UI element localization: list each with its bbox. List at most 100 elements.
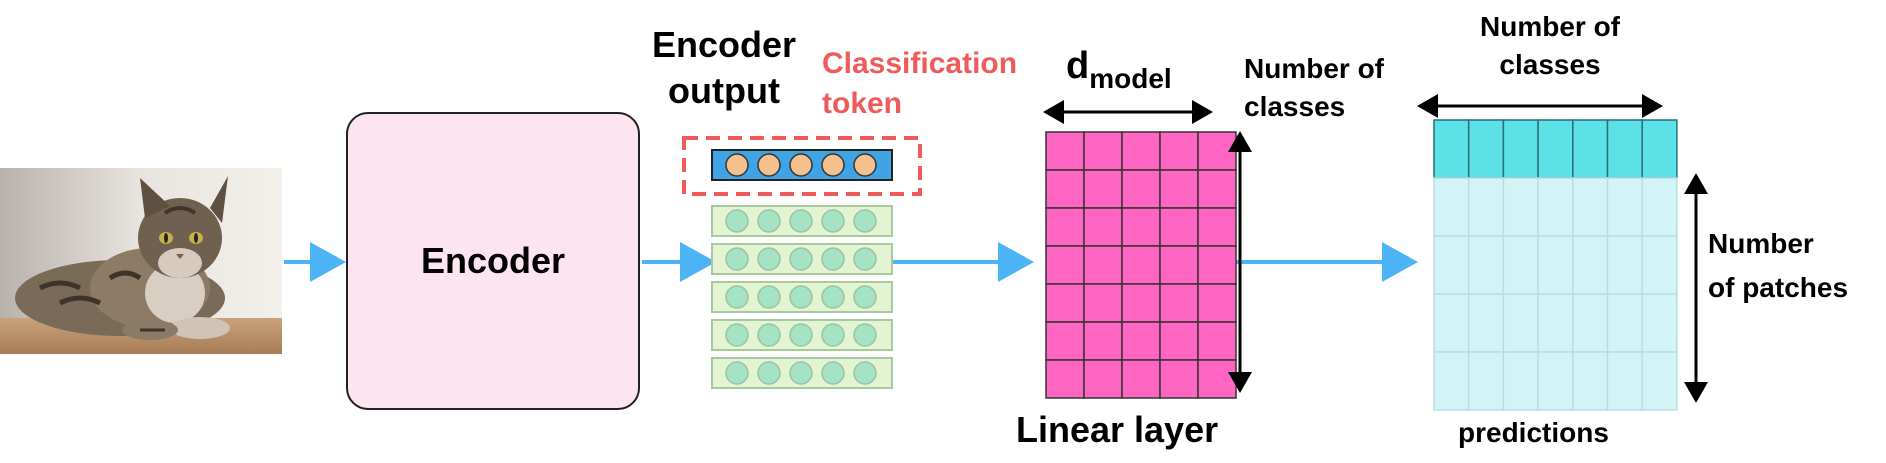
d-model-label: dmodel — [1066, 44, 1172, 94]
linear-cell — [1159, 283, 1199, 323]
linear-cell — [1121, 169, 1161, 209]
patch-token-circle — [725, 285, 749, 309]
linear-classes-label: Number of classes — [1244, 50, 1384, 126]
linear-cell — [1121, 245, 1161, 285]
patch-token-circle — [757, 285, 781, 309]
prediction-header-cell — [1467, 119, 1505, 179]
patch-token-circle — [789, 209, 813, 233]
prediction-cell — [1572, 351, 1609, 411]
patch-tokens — [711, 205, 893, 389]
linear-cell — [1121, 131, 1161, 171]
patch-token-circle — [853, 323, 877, 347]
patch-token — [711, 243, 893, 275]
patch-token-circle — [853, 285, 877, 309]
patch-token-circle — [821, 209, 845, 233]
predictions-matrix — [1433, 119, 1678, 411]
linear-cell — [1045, 321, 1085, 361]
patch-token — [711, 319, 893, 351]
cat-image — [0, 168, 282, 354]
encoder-output-line1: Encoder — [652, 24, 797, 65]
patch-token-circle — [789, 361, 813, 385]
patch-token-circle — [821, 323, 845, 347]
linear-cell — [1197, 207, 1237, 247]
prediction-cell — [1606, 351, 1643, 411]
linear-cell — [1159, 321, 1199, 361]
prediction-cell — [1537, 293, 1574, 353]
linear-cell — [1197, 169, 1237, 209]
patch-token-circle — [789, 247, 813, 271]
prediction-cell — [1433, 235, 1470, 295]
linear-cell — [1159, 359, 1199, 399]
pred-patches-line2: of patches — [1708, 272, 1849, 303]
linear-cell — [1083, 131, 1123, 171]
classification-token-box — [682, 136, 922, 196]
prediction-cell — [1467, 351, 1505, 411]
prediction-header-cell — [1433, 119, 1470, 179]
linear-cell — [1083, 359, 1123, 399]
prediction-cell — [1537, 235, 1574, 295]
patch-token-circle — [821, 361, 845, 385]
prediction-cell — [1572, 177, 1609, 237]
patch-token-circle — [789, 323, 813, 347]
linear-cell — [1045, 283, 1085, 323]
prediction-header-cell — [1537, 119, 1574, 179]
encoder-label: Encoder — [420, 240, 566, 281]
linear-cell — [1045, 245, 1085, 285]
linear-cell — [1197, 245, 1237, 285]
linear-cell — [1197, 359, 1237, 399]
classification-token-line2: token — [822, 87, 903, 120]
linear-cell — [1159, 169, 1199, 209]
prediction-cell — [1433, 177, 1470, 237]
d-model-d: d — [1066, 45, 1090, 87]
linear-classes-line1: Number of — [1244, 53, 1384, 84]
prediction-cell — [1467, 177, 1505, 237]
pred-classes-line2: classes — [1499, 49, 1601, 80]
patch-token-circle — [757, 323, 781, 347]
cls-token-circle — [757, 153, 781, 177]
prediction-cell — [1537, 351, 1574, 411]
linear-cell — [1083, 245, 1123, 285]
linear-cell — [1197, 283, 1237, 323]
linear-cell — [1159, 245, 1199, 285]
pred-classes-line1: Number of — [1480, 11, 1620, 42]
linear-cell — [1121, 359, 1161, 399]
linear-cell — [1197, 131, 1237, 171]
pred-patches-label: Number of patches — [1708, 222, 1848, 310]
cls-token — [711, 149, 893, 181]
patch-token-circle — [757, 361, 781, 385]
patch-token — [711, 281, 893, 313]
cls-token-circle — [853, 153, 877, 177]
patch-token-circle — [757, 247, 781, 271]
pred-classes-label: Number of classes — [1430, 8, 1670, 84]
predictions-title: predictions — [1458, 417, 1609, 448]
linear-cell — [1159, 207, 1199, 247]
prediction-cell — [1606, 177, 1643, 237]
patch-token-circle — [757, 209, 781, 233]
prediction-header-cell — [1606, 119, 1643, 179]
linear-cell — [1121, 283, 1161, 323]
prediction-cell — [1502, 351, 1539, 411]
cls-token-circle — [725, 153, 749, 177]
prediction-cell — [1641, 177, 1678, 237]
linear-cell — [1045, 169, 1085, 209]
linear-layer-matrix — [1045, 131, 1237, 399]
encoder-block: Encoder — [346, 112, 640, 410]
d-model-subscript: model — [1089, 63, 1172, 94]
classification-token — [711, 149, 893, 181]
cls-token-circle — [821, 153, 845, 177]
patch-token-circle — [853, 209, 877, 233]
prediction-cell — [1641, 235, 1678, 295]
patch-token — [711, 357, 893, 389]
patch-token-circle — [789, 285, 813, 309]
encoder-output-label: Encoder output — [652, 22, 796, 114]
encoder-output-line2: output — [668, 70, 780, 111]
patch-token-circle — [725, 361, 749, 385]
patch-token-circle — [725, 323, 749, 347]
linear-cell — [1121, 207, 1161, 247]
patch-token-circle — [821, 247, 845, 271]
linear-layer-title: Linear layer — [1016, 409, 1219, 450]
linear-cell — [1197, 321, 1237, 361]
linear-cell — [1121, 321, 1161, 361]
linear-cell — [1159, 131, 1199, 171]
cat-photo-illustration — [0, 168, 282, 354]
